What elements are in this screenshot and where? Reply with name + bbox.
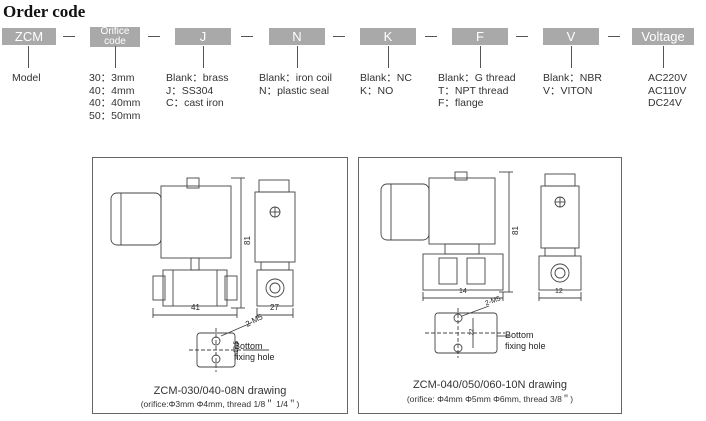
bottom-label-left: Bottom fixing hole (234, 341, 275, 363)
valve-drawing-right (380, 171, 582, 358)
column-seal: Blank：iron coil N：plastic seal (259, 72, 332, 97)
option-text: 40：40mm (89, 97, 141, 109)
code-connection-box: F (452, 28, 508, 45)
drawing-caption-left: ZCM-030/040-08N drawing (153, 385, 287, 397)
option-text: Model (12, 72, 41, 84)
option-text: Blank：NC (360, 72, 412, 84)
separator-dash (608, 36, 620, 37)
column-connection: Blank：G thread T：NPT thread F：flange (438, 72, 516, 110)
code-state-box: K (360, 28, 416, 45)
dim-side-right: 12 (555, 288, 563, 295)
dim-side-left: 27 (270, 303, 279, 312)
connector-line (388, 46, 389, 68)
option-text: J：SS304 (166, 84, 214, 97)
option-text: AC110V (648, 84, 687, 97)
code-voltage-box: Voltage (632, 28, 694, 45)
option-text: Blank：iron coil (259, 72, 332, 84)
code-orifice-box: Orifice code (90, 27, 140, 47)
connector-line (203, 46, 204, 68)
dim-width-left: 41 (191, 303, 200, 312)
column-orifice: 30：3mm 40：4mm 40：40mm 50：50mm (89, 72, 140, 122)
code-model-box: ZCM (2, 28, 56, 45)
option-text: F：flange (438, 97, 484, 109)
code-seal-box: N (269, 28, 325, 45)
option-text: DC24V (648, 97, 682, 109)
separator-dash (148, 36, 160, 37)
option-text: K：NO (360, 84, 394, 97)
bottom-label-right: Bottom fixing hole (505, 330, 546, 352)
column-seal-material: Blank：NBR V：VITON (543, 72, 602, 97)
dim-height-left: 81 (242, 236, 252, 245)
separator-dash (516, 36, 528, 37)
option-text: C：cast iron (166, 97, 224, 109)
drawing-caption-right: ZCM-040/050/060-10N drawing (412, 379, 568, 391)
connector-line (480, 46, 481, 68)
drawing-panel-left: 81 41 27 2-M5 17.5 Bottom fixing hole ZC… (92, 157, 348, 414)
bottom-label-line: Bottom (234, 341, 263, 351)
orifice-label-line1: Orifice (100, 26, 130, 37)
separator-dash (63, 36, 75, 37)
bottom-label-line: fixing hole (234, 352, 275, 362)
connector-line (115, 46, 116, 68)
option-text: V：VITON (543, 84, 593, 97)
orifice-label-line2: code (104, 36, 126, 47)
dim-pitch-right: 22 (469, 328, 476, 336)
drawing-subcaption-left: (orifice:Φ3mm Φ4mm, thread 1/8＂ 1/4＂) (140, 399, 300, 409)
connector-line (571, 46, 572, 68)
column-material: Blank：brass J：SS304 C：cast iron (166, 72, 228, 110)
separator-dash (241, 36, 253, 37)
column-model: Model (12, 72, 41, 85)
column-state: Blank：NC K：NO (360, 72, 412, 97)
dim-width-right: 14 (459, 288, 467, 295)
valve-drawing-left (110, 177, 296, 372)
separator-dash (333, 36, 345, 37)
page-title: Order code (3, 2, 86, 21)
code-material-box: J (175, 28, 231, 45)
option-text: Blank：G thread (438, 72, 516, 84)
column-voltage: AC220V AC110V DC24V (648, 72, 687, 110)
option-text: 40：4mm (89, 84, 135, 97)
option-text: AC220V (648, 72, 688, 84)
connector-line (663, 46, 664, 68)
option-text: Blank：NBR (543, 72, 602, 84)
option-text: T：NPT thread (438, 84, 509, 97)
connector-line (297, 46, 298, 68)
option-text: Blank：brass (166, 72, 229, 84)
drawing-subcaption-right: (orifice: Φ4mm Φ5mm Φ6mm, thread 3/8＂) (406, 394, 574, 404)
bottom-label-line: fixing hole (505, 341, 546, 351)
drawing-panel-right: 81 14 12 2-M5 22 Bottom fixing hole ZCM-… (358, 157, 622, 414)
separator-dash (425, 36, 437, 37)
option-text: 50：50mm (89, 109, 141, 122)
code-seal-material-box: V (543, 28, 599, 45)
connector-line (28, 46, 29, 68)
dim-height-right: 81 (510, 226, 520, 235)
bottom-label-line: Bottom (505, 330, 534, 340)
option-text: 30：3mm (89, 72, 135, 84)
option-text: N：plastic seal (259, 84, 330, 97)
